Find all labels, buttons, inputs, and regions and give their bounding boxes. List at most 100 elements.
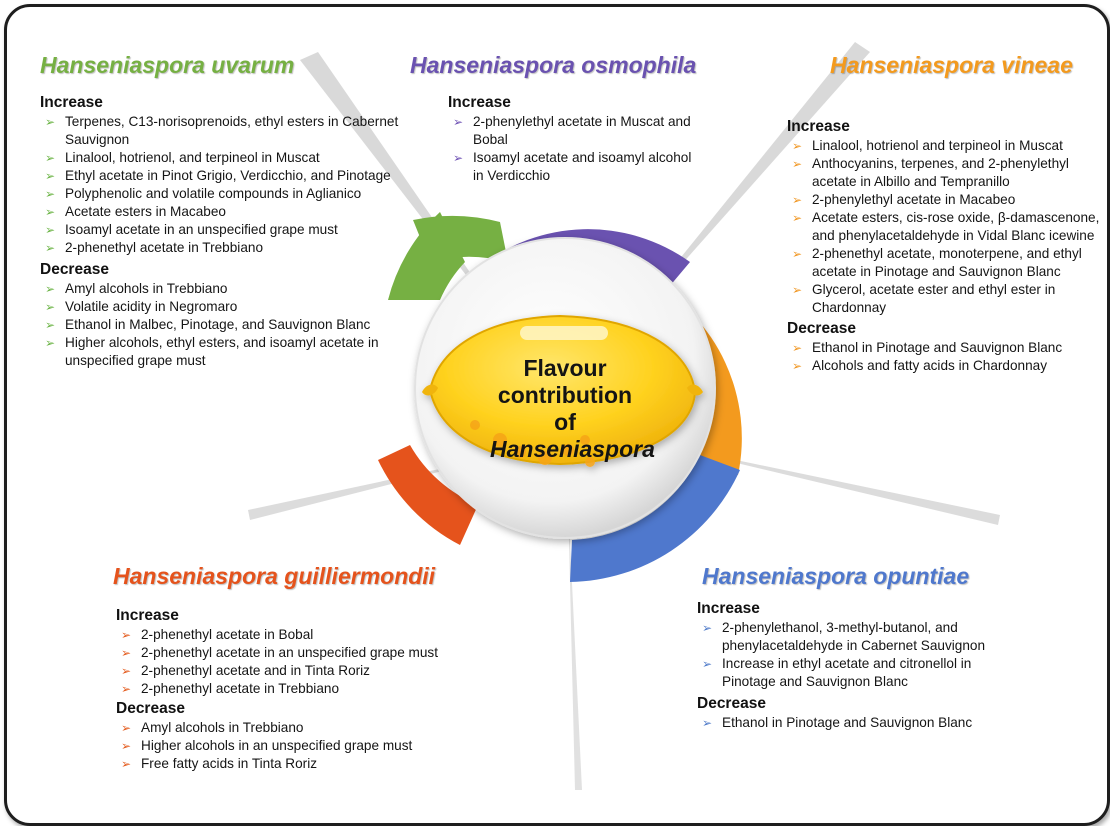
list-item-text: Acetate esters, cis-rose oxide, β-damasc… bbox=[812, 210, 1100, 243]
panel-uvarum: Increase ➢ Terpenes, C13-norisoprenoids, … bbox=[40, 92, 440, 370]
list-item-text: Increase in ethyl acetate and citronello… bbox=[722, 656, 972, 689]
center-line-2: contribution of bbox=[497, 382, 633, 435]
list-item-text: Higher alcohols, ethyl esters, and isoam… bbox=[65, 335, 379, 368]
vineae-increase-heading: Increase bbox=[787, 118, 850, 135]
list-item-text: Higher alcohols in an unspecified grape … bbox=[141, 738, 413, 753]
bullet-arrow-icon: ➢ bbox=[792, 139, 803, 153]
bullet-arrow-icon: ➢ bbox=[121, 739, 132, 753]
guilliermondii-increase-list: ➢2-phenethyl acetate in Bobal➢2-phenethy… bbox=[116, 626, 496, 698]
bullet-arrow-icon: ➢ bbox=[45, 169, 56, 183]
list-item-text: Volatile acidity in Negromaro bbox=[65, 299, 238, 314]
bullet-arrow-icon: ➢ bbox=[45, 151, 56, 165]
bullet-arrow-icon: ➢ bbox=[453, 115, 464, 129]
opuntiae-increase-heading: Increase bbox=[697, 600, 760, 617]
list-item-text: Linalool, hotrienol, and terpineol in Mu… bbox=[65, 150, 320, 165]
bullet-arrow-icon: ➢ bbox=[121, 628, 132, 642]
lemon-icon bbox=[422, 314, 703, 467]
list-item-text: Amyl alcohols in Trebbiano bbox=[65, 281, 228, 296]
list-item-text: 2-phenethyl acetate and in Tinta Roriz bbox=[141, 663, 370, 678]
bullet-arrow-icon: ➢ bbox=[702, 716, 713, 730]
list-item-text: 2-phenethyl acetate, monoterpene, and et… bbox=[812, 246, 1082, 279]
uvarum-decrease-heading: Decrease bbox=[40, 261, 109, 278]
bullet-arrow-icon: ➢ bbox=[121, 664, 132, 678]
list-item: ➢ Higher alcohols in an unspecified grape… bbox=[116, 737, 496, 755]
list-item: ➢ Glycerol, acetate ester and ethyl ester… bbox=[787, 281, 1107, 317]
list-item-text: Isoamyl acetate in an unspecified grape … bbox=[65, 222, 338, 237]
list-item: ➢ Increase in ethyl acetate and citronell… bbox=[697, 655, 1027, 691]
list-item-text: 2-phenylethyl acetate in Muscat and Boba… bbox=[473, 114, 691, 147]
panel-opuntiae: Increase ➢2-phenylethanol, 3-methyl-buta… bbox=[697, 598, 1027, 732]
uvarum-increase-list: ➢ Terpenes, C13-norisoprenoids, ethyl est… bbox=[40, 113, 440, 257]
panel-vineae: Increase ➢Linalool, hotrienol and terpin… bbox=[787, 116, 1107, 375]
list-item: ➢ 2-phenylethyl acetate in Macabeo bbox=[787, 191, 1107, 209]
osmophila-increase-list: ➢ 2-phenylethyl acetate in Muscat and Bob… bbox=[448, 113, 698, 185]
bullet-arrow-icon: ➢ bbox=[453, 151, 464, 165]
bullet-arrow-icon: ➢ bbox=[45, 223, 56, 237]
bullet-arrow-icon: ➢ bbox=[45, 241, 56, 255]
center-line-1: Flavour bbox=[523, 355, 607, 381]
list-item: ➢ Ethanol in Pinotage and Sauvignon Blanc bbox=[697, 714, 1027, 732]
list-item-text: Isoamyl acetate and isoamyl alcohol in V… bbox=[473, 150, 692, 183]
bullet-arrow-icon: ➢ bbox=[792, 193, 803, 207]
list-item-text: Anthocyanins, terpenes, and 2-phenylethy… bbox=[812, 156, 1069, 189]
list-item: ➢2-phenylethanol, 3-methyl-butanol, and … bbox=[697, 619, 1027, 655]
bullet-arrow-icon: ➢ bbox=[792, 359, 803, 373]
opuntiae-decrease-list: ➢ Ethanol in Pinotage and Sauvignon Blanc bbox=[697, 714, 1027, 732]
list-item-text: Polyphenolic and volatile compounds in A… bbox=[65, 186, 362, 201]
bullet-arrow-icon: ➢ bbox=[792, 283, 803, 297]
bullet-arrow-icon: ➢ bbox=[45, 205, 56, 219]
list-item: ➢Linalool, hotrienol and terpineol in Mu… bbox=[787, 137, 1107, 155]
list-item: ➢ Isoamyl acetate and isoamyl alcohol in … bbox=[448, 149, 698, 185]
list-item-text: 2-phenethyl acetate in Trebbiano bbox=[141, 681, 340, 696]
opuntiae-increase-list: ➢2-phenylethanol, 3-methyl-butanol, and … bbox=[697, 619, 1027, 691]
list-item: ➢ 2-phenylethyl acetate in Muscat and Bob… bbox=[448, 113, 698, 149]
list-item-text: Ethanol in Pinotage and Sauvignon Blanc bbox=[722, 715, 973, 730]
list-item: ➢Ethanol in Malbec, Pinotage, and Sauvig… bbox=[40, 316, 440, 334]
guilliermondii-decrease-heading: Decrease bbox=[116, 700, 185, 717]
list-item: ➢ Terpenes, C13-norisoprenoids, ethyl est… bbox=[40, 113, 440, 149]
title-opuntiae: Hanseniaspora opuntiae bbox=[702, 563, 970, 589]
list-item: ➢ Ethyl acetate in Pinot Grigio, Verdicch… bbox=[40, 167, 440, 185]
bullet-arrow-icon: ➢ bbox=[45, 115, 56, 129]
bullet-arrow-icon: ➢ bbox=[121, 682, 132, 696]
list-item: ➢ Linalool, hotrienol, and terpineol in M… bbox=[40, 149, 440, 167]
list-item-text: Terpenes, C13-norisoprenoids, ethyl este… bbox=[65, 114, 399, 147]
bullet-arrow-icon: ➢ bbox=[45, 282, 56, 296]
bullet-arrow-icon: ➢ bbox=[45, 336, 56, 350]
list-item-text: Ethanol in Pinotage and Sauvignon Blanc bbox=[812, 340, 1063, 355]
list-item: ➢ Ethanol in Pinotage and Sauvignon Blanc bbox=[787, 339, 1107, 357]
arc-red bbox=[378, 445, 478, 545]
bullet-arrow-icon: ➢ bbox=[702, 657, 713, 671]
list-item-text: Amyl alcohols in Trebbiano bbox=[141, 720, 304, 735]
bullet-arrow-icon: ➢ bbox=[792, 341, 803, 355]
list-item-text: Ethyl acetate in Pinot Grigio, Verdicchi… bbox=[65, 168, 391, 183]
list-item-text: 2-phenethyl acetate in an unspecified gr… bbox=[141, 645, 438, 660]
uvarum-increase-heading: Increase bbox=[40, 94, 103, 111]
list-item-text: Alcohols and fatty acids in Chardonnay bbox=[812, 358, 1048, 373]
bullet-arrow-icon: ➢ bbox=[45, 300, 56, 314]
list-item: ➢Free fatty acids in Tinta Roriz bbox=[116, 755, 496, 773]
osmophila-increase-heading: Increase bbox=[448, 94, 511, 111]
list-item: ➢ Amyl alcohols in Trebbiano bbox=[40, 280, 440, 298]
bullet-arrow-icon: ➢ bbox=[121, 757, 132, 771]
list-item-text: Ethanol in Malbec, Pinotage, and Sauvign… bbox=[65, 317, 371, 332]
list-item: ➢ Higher alcohols, ethyl esters, and isoa… bbox=[40, 334, 440, 370]
bullet-arrow-icon: ➢ bbox=[792, 157, 803, 171]
list-item: ➢ 2-phenethyl acetate in Trebbiano bbox=[40, 239, 440, 257]
list-item: ➢ Isoamyl acetate in an unspecified grape… bbox=[40, 221, 440, 239]
bullet-arrow-icon: ➢ bbox=[702, 621, 713, 635]
bullet-arrow-icon: ➢ bbox=[45, 187, 56, 201]
list-item: ➢Amyl alcohols in Trebbiano bbox=[116, 719, 496, 737]
bullet-arrow-icon: ➢ bbox=[792, 211, 803, 225]
uvarum-decrease-list: ➢ Amyl alcohols in Trebbiano ➢ Volatile aci… bbox=[40, 280, 440, 370]
list-item: ➢ Polyphenolic and volatile compounds in … bbox=[40, 185, 440, 203]
bullet-arrow-icon: ➢ bbox=[121, 646, 132, 660]
list-item-text: Glycerol, acetate ester and ethyl ester … bbox=[812, 282, 1056, 315]
list-item: ➢ Acetate esters, cis-rose oxide, β-damas… bbox=[787, 209, 1107, 245]
list-item-text: 2-phenylethyl acetate in Macabeo bbox=[812, 192, 1016, 207]
center-line-3: Hanseniaspora bbox=[490, 436, 655, 462]
list-item: ➢ Anthocyanins, terpenes, and 2-phenyleth… bbox=[787, 155, 1107, 191]
list-item-text: 2-phenethyl acetate in Trebbiano bbox=[65, 240, 264, 255]
list-item: ➢ Volatile acidity in Negromaro bbox=[40, 298, 440, 316]
center-label: Flavour contribution of Hanseniaspora bbox=[490, 355, 655, 463]
